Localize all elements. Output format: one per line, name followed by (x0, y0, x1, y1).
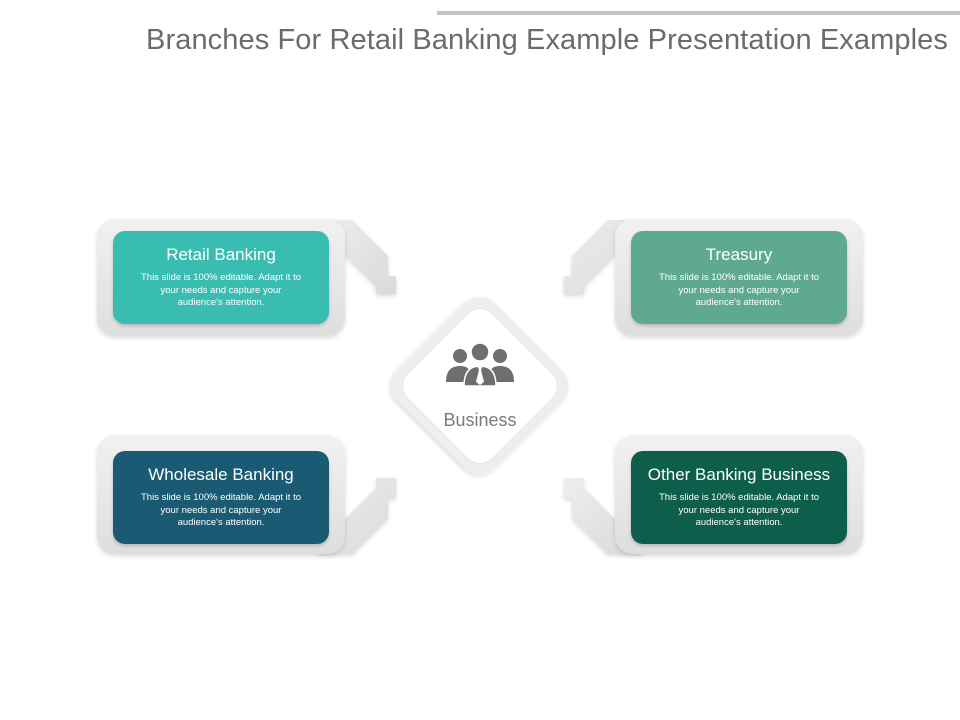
card-title: Treasury (705, 245, 773, 264)
slide-title: Branches For Retail Banking Example Pres… (146, 24, 948, 56)
people-group-icon (446, 342, 514, 387)
card-title: Other Banking Business (647, 465, 831, 484)
card-title: Wholesale Banking (148, 465, 294, 484)
top-rule (437, 11, 960, 15)
card-retail-banking: Retail Banking This slide is 100% editab… (113, 231, 329, 324)
center-label: Business (443, 410, 517, 430)
card-description: This slide is 100% editable. Adapt it to… (658, 272, 819, 308)
card-description: This slide is 100% editable. Adapt it to… (140, 492, 301, 528)
card-treasury: Treasury This slide is 100% editable. Ad… (631, 231, 847, 324)
card-description: This slide is 100% editable. Adapt it to… (658, 492, 819, 528)
card-wholesale-banking: Wholesale Banking This slide is 100% edi… (113, 451, 329, 544)
card-other-banking-business: Other Banking Business This slide is 100… (631, 451, 847, 544)
card-description: This slide is 100% editable. Adapt it to… (140, 272, 301, 308)
card-title: Retail Banking (166, 245, 276, 264)
